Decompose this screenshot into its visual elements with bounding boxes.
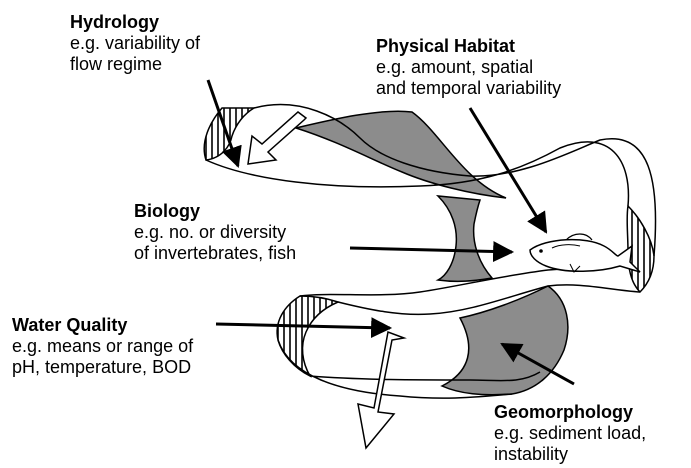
geomorphology-title: Geomorphology bbox=[494, 402, 646, 423]
hatched-bank-lower-left bbox=[277, 296, 338, 376]
hydrology-title: Hydrology bbox=[70, 12, 200, 33]
physical-habitat-desc-line2: and temporal variability bbox=[376, 78, 561, 99]
water-quality-title: Water Quality bbox=[12, 315, 193, 336]
fish-icon bbox=[530, 234, 640, 272]
geomorphology-label: Geomorphology e.g. sediment load, instab… bbox=[494, 402, 646, 465]
biology-title: Biology bbox=[134, 201, 296, 222]
shaded-bank-lower bbox=[442, 286, 568, 395]
flow-arrow-lower bbox=[358, 332, 404, 448]
water-quality-label: Water Quality e.g. means or range of pH,… bbox=[12, 315, 193, 378]
geomorphology-desc-line1: e.g. sediment load, bbox=[494, 423, 646, 444]
biology-desc-line2: of invertebrates, fish bbox=[134, 243, 296, 264]
biology-label: Biology e.g. no. or diversity of inverte… bbox=[134, 201, 296, 264]
biology-arrow bbox=[350, 248, 512, 252]
hydrology-desc-line2: flow regime bbox=[70, 54, 200, 75]
physical-habitat-arrow bbox=[470, 108, 546, 232]
geomorphology-desc-line2: instability bbox=[494, 444, 646, 465]
water-quality-arrow bbox=[216, 324, 390, 328]
physical-habitat-label: Physical Habitat e.g. amount, spatial an… bbox=[376, 36, 561, 99]
hydrology-desc-line1: e.g. variability of bbox=[70, 33, 200, 54]
water-quality-desc-line2: pH, temperature, BOD bbox=[12, 357, 193, 378]
flow-arrow-upper bbox=[248, 112, 306, 164]
shaded-bank-middle bbox=[438, 196, 492, 281]
biology-desc-line1: e.g. no. or diversity bbox=[134, 222, 296, 243]
water-quality-desc-line1: e.g. means or range of bbox=[12, 336, 193, 357]
hatched-bank-upper-left bbox=[204, 108, 254, 160]
physical-habitat-title: Physical Habitat bbox=[376, 36, 561, 57]
physical-habitat-desc-line1: e.g. amount, spatial bbox=[376, 57, 561, 78]
hydrology-label: Hydrology e.g. variability of flow regim… bbox=[70, 12, 200, 75]
